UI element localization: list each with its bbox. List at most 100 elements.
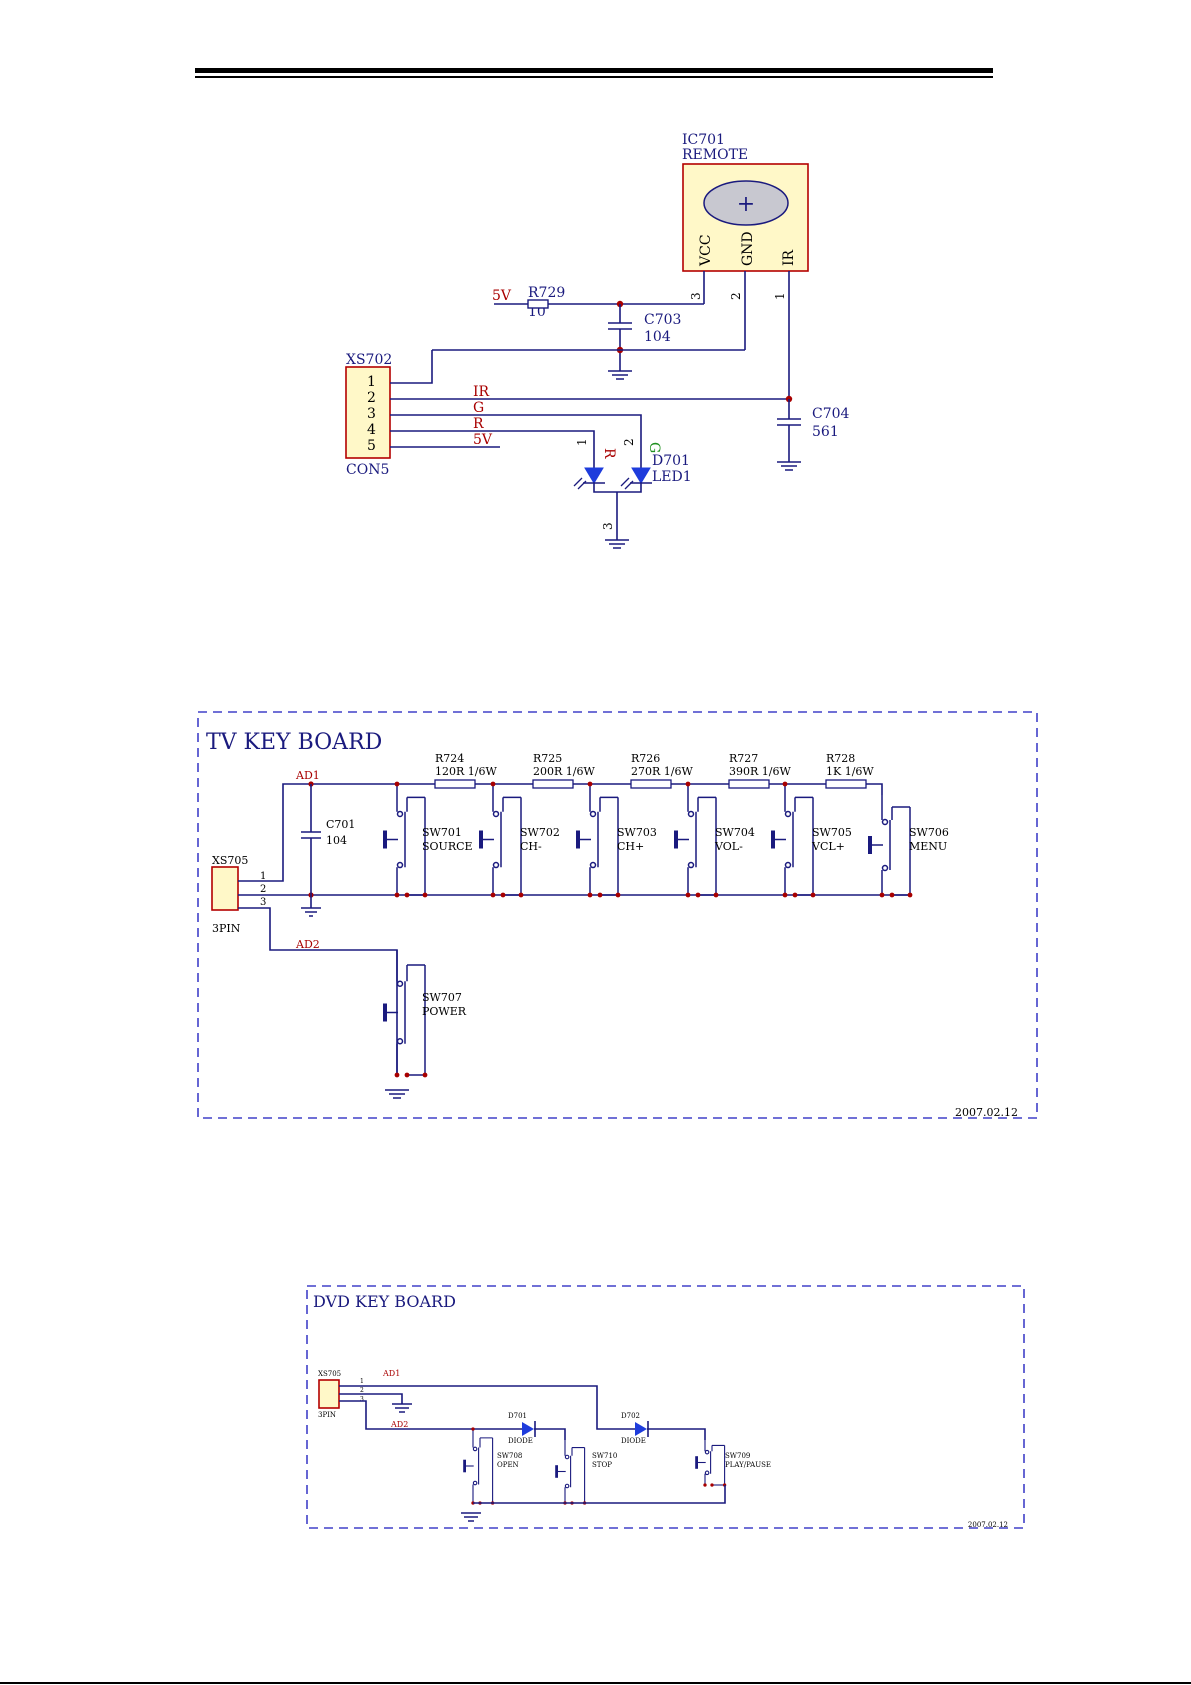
tv-switch-5 [771,781,816,898]
junction [713,892,719,898]
c703-ref: C703 [644,312,681,328]
dvd-pin: 3 [360,1396,364,1403]
switch-contact [472,1446,478,1452]
r725-body [532,779,574,789]
switch-name: CH+ [617,840,644,853]
junction [394,781,400,787]
junction [782,892,788,898]
ground-icon [777,461,801,471]
tv-resistor-chain [397,783,883,795]
switch-frame [406,964,425,982]
xs702-pin: 2 [367,390,376,406]
switch-contact [472,1480,478,1486]
tv-date: 2007.02.12 [955,1106,1018,1119]
c701-symbol [301,831,321,839]
switch-frame [479,1437,493,1448]
resistor-ref: R727 [729,752,758,765]
dvd-d702-ref: D702 [621,1412,640,1420]
switch-ref: SW704 [715,826,755,839]
r729-ref: R729 [528,285,565,301]
dvd-d701-name: DIODE [508,1437,533,1445]
switch-frame [502,796,521,812]
resistor-value: 1K 1/6W [826,765,874,778]
switch-actuator-icon [555,1465,558,1478]
r726-body [630,779,672,789]
dvd-date: 2007.02.12 [968,1521,1008,1529]
junction [703,1483,707,1487]
dvd-sw710-ref: SW710 [592,1452,617,1460]
switch-contact [396,980,404,987]
d701-diode-icon [522,1422,534,1436]
switch-actuator-icon [479,830,483,849]
junction [394,1072,400,1078]
sw707-name: POWER [422,1005,467,1018]
r729-body [527,299,549,309]
dvd-ad1-wire [339,1385,620,1430]
junction [490,781,496,787]
switch-name: SOURCE [422,840,473,853]
dvd-d701-ref: D701 [508,1412,527,1420]
led-red-icon [584,467,604,484]
c703-value: 104 [644,329,671,345]
resistor-value: 390R 1/6W [729,765,791,778]
tv-switch-1 [383,781,428,898]
tv-switch-group [383,781,913,1078]
junction [404,892,410,898]
switch-name: CH- [520,840,542,853]
dvd-sw710-name: STOP [592,1461,612,1469]
led-pin-2: 2 [622,438,636,446]
switch-contact [564,1454,570,1460]
switch-frame [599,796,618,812]
switch-contact [589,810,597,818]
led-green-icon [631,467,651,484]
led-pin-3: 3 [601,522,615,530]
switch-ref: SW702 [520,826,560,839]
ground-icon [301,907,321,917]
switch-ref: SW701 [422,826,462,839]
dvd-sw709-ref: SW709 [725,1452,750,1460]
tv-title: TV KEY BOARD [206,730,382,755]
switch-contact [687,861,695,869]
plus-icon: + [737,192,755,217]
d701-diode-wire [534,1421,566,1440]
ground-icon [605,539,629,549]
switch-contact [881,864,889,872]
junction [792,892,798,898]
switch-name: MENU [909,840,947,853]
junction [685,781,691,787]
net-g-wire [390,414,642,468]
led-r-label: R [601,448,617,459]
junction [394,892,400,898]
ground-icon [392,1403,412,1413]
switch-name: VCL+ [811,840,845,853]
switch-contact [492,861,500,869]
switch-ref: SW706 [909,826,949,839]
r728-body [825,779,867,789]
ic701-ref: IC701 [682,132,725,148]
tv-ad2-wire [238,907,398,1075]
dvd-switch-open [463,1427,495,1505]
switch-actuator-icon [383,830,387,849]
ic701-pin-vcc: VCC [698,234,714,267]
switch-contact [564,1483,570,1489]
switch-contact [784,810,792,818]
r727-body [728,779,770,789]
tv-switch-6 [868,795,913,898]
ic701-name: REMOTE [682,147,748,163]
dvd-xs705-ref: XS705 [318,1370,341,1378]
switch-ref: SW703 [617,826,657,839]
dvd-keyboard-section: DVD KEY BOARD XS705 3PIN 1 2 3 AD1 AD2 D… [306,1285,1025,1529]
r724-body [434,779,476,789]
d701-name: LED1 [652,469,692,485]
d702-diode-wire [620,1421,706,1440]
tv-switch-4 [674,781,719,898]
junction [518,892,524,898]
junction [422,1072,428,1078]
junction [710,1483,714,1487]
junction [615,892,621,898]
ic701-pin-gnd: GND [740,231,756,266]
xs702-pin: 4 [367,422,376,438]
switch-actuator-icon [674,830,678,849]
switch-frame [891,806,910,820]
resistor-ref: R725 [533,752,562,765]
